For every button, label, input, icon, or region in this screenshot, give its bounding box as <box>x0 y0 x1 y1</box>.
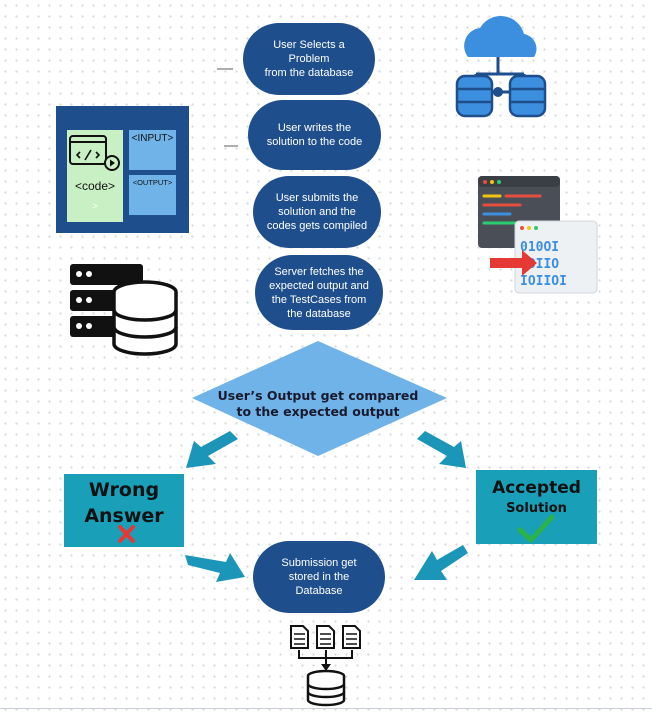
step-store-submission: Submission get stored in the Database <box>253 541 385 613</box>
code-panel: <code> > <INPUT> <OUTPUT> <box>56 106 189 233</box>
step-select-problem: User Selects a Problem from the database <box>243 23 375 95</box>
code-editor-icon <box>69 135 120 171</box>
svg-text:010OI: 010OI <box>520 240 559 255</box>
decision-diamond <box>192 341 447 456</box>
step-submit-compile: User submits the solution and the codes … <box>253 176 381 248</box>
code-editor-area: <code> > <box>67 130 123 222</box>
arrow-to-accepted <box>417 431 466 468</box>
output-panel: <OUTPUT> <box>129 175 176 215</box>
wrong-answer-label-1: Wrong <box>88 479 160 501</box>
step-fetch-expected-text: Server fetches the expected output and t… <box>269 265 369 320</box>
cross-icon <box>118 525 135 543</box>
svg-text:IOIIOI: IOIIOI <box>520 274 567 289</box>
input-panel: <INPUT> <box>129 130 176 170</box>
wrong-answer-label-2: Answer <box>84 505 164 527</box>
accepted-solution-box: Accepted Solution <box>476 470 597 544</box>
output-label: <OUTPUT> <box>132 178 173 187</box>
accepted-label-1: Accepted <box>492 478 581 498</box>
decision-text: User’s Output get compared to the expect… <box>217 388 419 419</box>
arrow-wrong-to-store <box>185 553 245 582</box>
arrow-to-wrong <box>186 431 238 468</box>
bottom-divider <box>0 708 652 709</box>
step-submit-compile-text: User submits the solution and the codes … <box>266 192 368 232</box>
code-tag-label: <code> <box>74 179 116 193</box>
input-label: <INPUT> <box>131 133 174 144</box>
step-select-problem-text: User Selects a Problem from the database <box>264 39 354 79</box>
arrow-accepted-to-store <box>414 545 468 580</box>
step-store-submission-text: Submission get stored in the Database <box>281 557 357 597</box>
wrong-answer-box: Wrong Answer <box>64 474 184 547</box>
step-write-solution: User writes the solution to the code <box>248 100 381 170</box>
code-tag-tail: > <box>92 201 98 211</box>
check-icon <box>517 514 555 543</box>
accepted-label-2: Solution <box>506 501 567 516</box>
step-fetch-expected: Server fetches the expected output and t… <box>255 255 383 330</box>
step-write-solution-text: User writes the solution to the code <box>266 122 363 148</box>
